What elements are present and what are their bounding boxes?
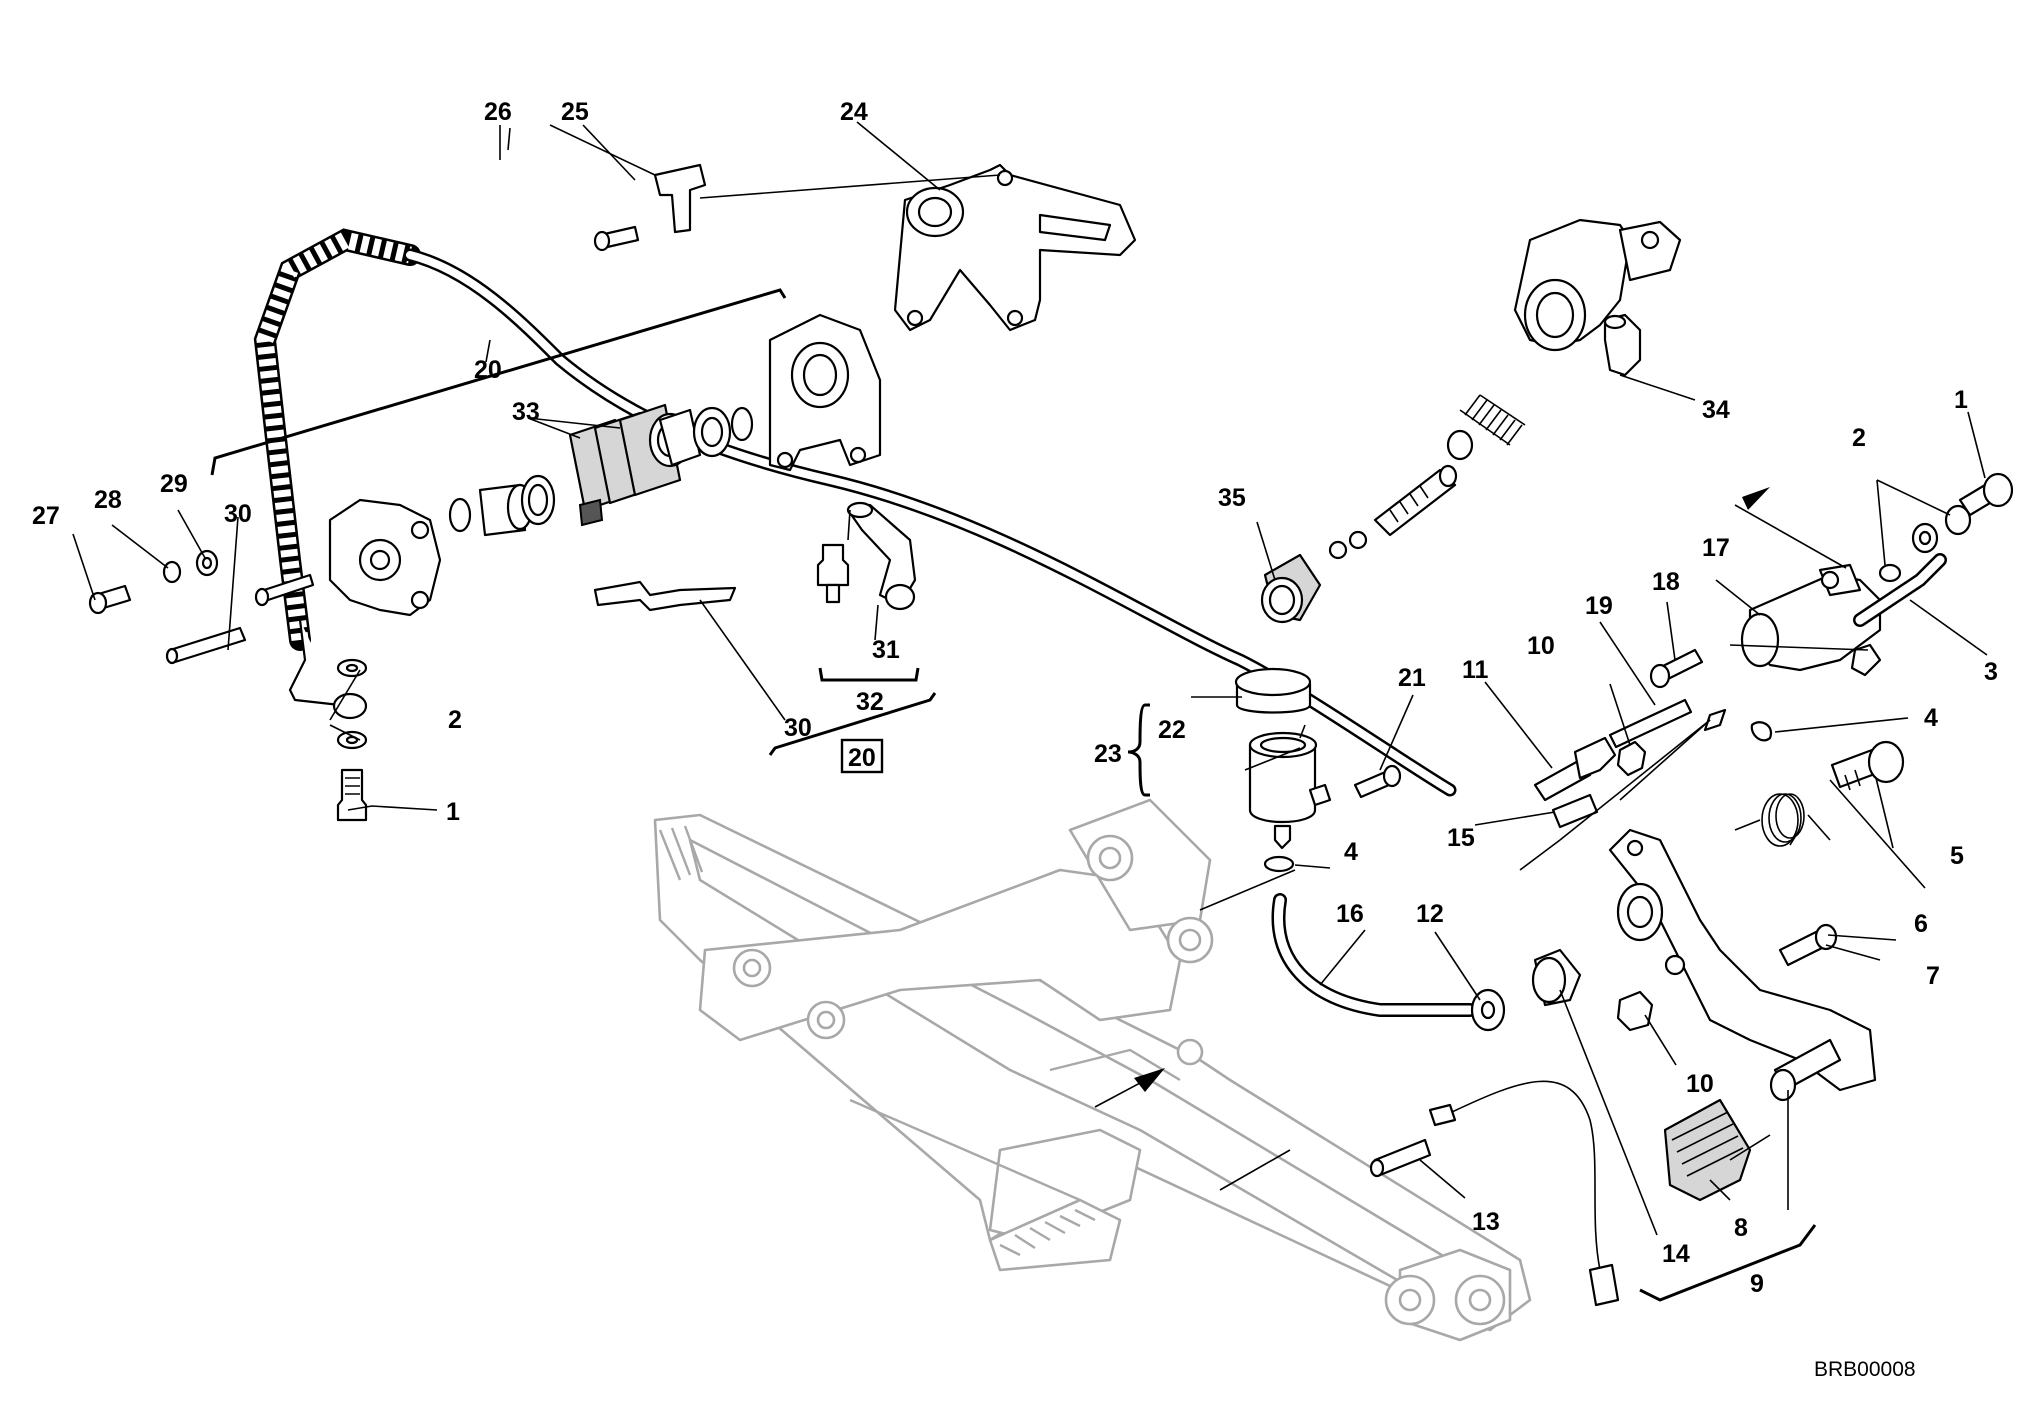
callout-10-upper: 10: [1527, 632, 1555, 660]
brake-pedal: [1608, 828, 1877, 1092]
pad-spring-30: [593, 580, 737, 612]
washer-28: [162, 560, 182, 584]
callout-21: 21: [1398, 664, 1426, 692]
callout-4-lower: 4: [1344, 838, 1358, 866]
callout-30-pads: 30: [784, 714, 812, 742]
callout-14: 14: [1662, 1240, 1690, 1268]
callout-25: 25: [561, 98, 589, 126]
hose-clamp-4-upper: [1750, 721, 1773, 742]
callout-4-upper: 4: [1924, 704, 1938, 732]
callout-11: 11: [1462, 656, 1489, 684]
master-cylinder-group: [1260, 218, 1682, 624]
callout-9: 9: [1750, 1270, 1764, 1298]
reference-box-20: [840, 738, 884, 774]
pedal-rubber-8: [1663, 1098, 1752, 1202]
callout-2-right: 2: [1852, 424, 1866, 452]
torsion-spring-6: [1734, 793, 1831, 847]
callout-27: 27: [32, 502, 60, 530]
nut-10-upper: [1616, 740, 1647, 777]
caliper-seal-ring: [448, 497, 472, 533]
callout-28: 28: [94, 486, 122, 514]
callout-24: 24: [840, 98, 868, 126]
footpeg-ridges: [658, 825, 1096, 1257]
callout-10-lower: 10: [1686, 1070, 1714, 1098]
leader-lines: [72, 121, 1988, 1236]
callout-8: 8: [1734, 1214, 1748, 1242]
brake-pipe-14: [1703, 708, 1727, 732]
callout-7: 7: [1926, 962, 1940, 990]
callout-5: 5: [1950, 842, 1964, 870]
callout-22: 22: [1158, 716, 1186, 744]
callout-12: 12: [1416, 900, 1444, 928]
callout-30-left: 30: [224, 500, 252, 528]
callout-35: 35: [1218, 484, 1246, 512]
callout-31: 31: [872, 636, 900, 664]
fluid-reservoir: [1248, 743, 1317, 824]
callout-18: 18: [1652, 568, 1680, 596]
group-braces: [210, 288, 1817, 1302]
callout-20-top: 20: [474, 356, 502, 384]
footrest-bracket-frame: [653, 798, 1532, 1342]
callout-16: 16: [1336, 900, 1364, 928]
rear-master-cylinder-group: [1234, 472, 2014, 1307]
callout-23: 23: [1094, 740, 1122, 768]
callout-1-right: 1: [1954, 386, 1968, 414]
drawing-code: BRB00008: [1814, 1358, 1916, 1381]
callout-labels: 1 2 20 24 25 26 27 28 29 30 30 31 32 33 …: [32, 98, 1998, 1298]
callout-33: 33: [512, 398, 540, 426]
callout-34: 34: [1702, 396, 1730, 424]
callout-17: 17: [1702, 534, 1730, 562]
callout-6: 6: [1914, 910, 1928, 938]
hose-clamp-4-lower: [1263, 855, 1295, 873]
callout-32: 32: [856, 688, 884, 716]
callout-3: 3: [1984, 658, 1998, 686]
hose-clip-25: [653, 163, 707, 234]
callout-15: 15: [1447, 824, 1475, 852]
callout-29: 29: [160, 470, 188, 498]
clevis-pin-15: [1551, 793, 1599, 829]
pad-pin-30: [168, 626, 247, 664]
nut-10-lower: [1616, 990, 1654, 1032]
pushrod-19: [1608, 698, 1693, 749]
callout-20-boxed: 20: [848, 744, 876, 772]
callout-26: 26: [484, 98, 512, 126]
callout-1-left: 1: [446, 798, 460, 826]
brake-caliper-group: [88, 163, 1457, 822]
callout-19: 19: [1585, 592, 1613, 620]
elbow-fitting-34: [1603, 313, 1642, 377]
callout-13: 13: [1472, 1208, 1500, 1236]
callout-2-left: 2: [448, 706, 462, 734]
return-spring: [1464, 394, 1523, 446]
